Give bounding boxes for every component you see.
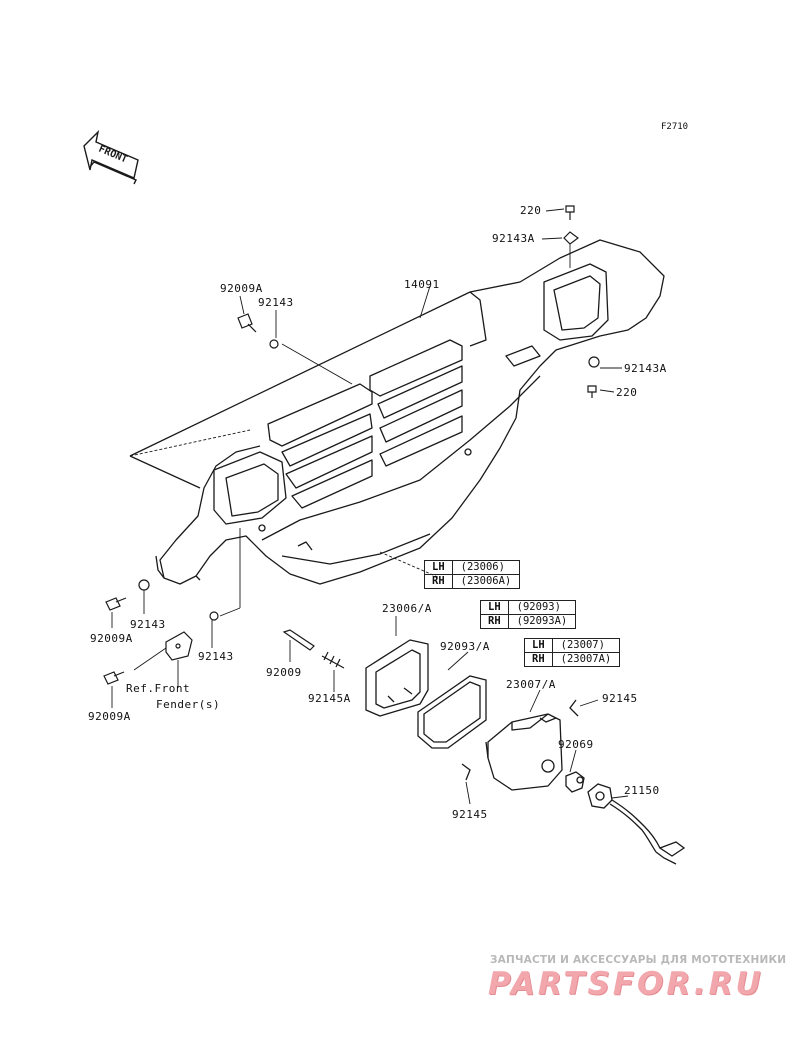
ref-front-fender-line2: Fender(s) (156, 698, 221, 711)
part-label-92009a-bottom: 92009A (88, 710, 131, 723)
side-rh: RH (424, 574, 453, 589)
part-number: (23007) (551, 638, 621, 653)
part-label-92145-bottom: 92145 (452, 808, 488, 821)
table-row: LH (92093) (480, 600, 577, 615)
table-row: LH (23007) (524, 638, 621, 653)
front-direction-arrow (83, 129, 139, 185)
part-label-92069: 92069 (558, 738, 594, 751)
side-rh: RH (480, 614, 509, 629)
leader-lines (111, 208, 629, 805)
socket-21150 (587, 783, 686, 865)
table-row: RH (92093A) (480, 614, 577, 629)
front-arrow-text: FRONT (97, 144, 129, 166)
side-lh: LH (424, 560, 453, 575)
diagram-code: F2710 (661, 122, 689, 132)
part-label-21150: 21150 (624, 784, 660, 797)
part-number: (23006) (451, 560, 521, 575)
part-label-220-top: 220 (520, 204, 542, 217)
clips-92145 (461, 699, 579, 781)
variant-table-23007: LH (23007) RH (23007A) (524, 638, 621, 667)
part-label-23006a: 23006/A (382, 602, 432, 615)
side-lh: LH (524, 638, 553, 653)
variant-table-23006: LH (23006) RH (23006A) (424, 560, 521, 589)
part-label-92143-left: 92143 (130, 618, 166, 631)
part-label-92143-lower: 92143 (198, 650, 234, 663)
part-label-92143a-right: 92143A (624, 362, 667, 375)
side-rh: RH (524, 652, 553, 667)
headlight-rim-23006 (365, 639, 429, 717)
headlight-unit-23007 (485, 713, 563, 791)
part-label-92009a-top: 92009A (220, 282, 263, 295)
part-number: (92093A) (507, 614, 577, 629)
part-label-92143-top: 92143 (258, 296, 294, 309)
part-label-92143a-top: 92143A (492, 232, 535, 245)
gasket-92093 (417, 675, 487, 749)
front-cover-14091 (129, 239, 665, 585)
part-label-14091: 14091 (404, 278, 440, 291)
bulb-92069 (565, 771, 585, 793)
watermark-logo: PARTSFOR.RU (488, 966, 764, 1002)
part-label-92093a: 92093/A (440, 640, 490, 653)
part-label-92145-right: 92145 (602, 692, 638, 705)
table-row: RH (23006A) (424, 574, 521, 589)
fasteners (103, 205, 600, 685)
table-row: RH (23007A) (524, 652, 621, 667)
side-lh: LH (480, 600, 509, 615)
watermark-tagline: ЗАПЧАСТИ И АКСЕССУАРЫ ДЛЯ МОТОТЕХНИКИ (490, 954, 787, 966)
part-label-220-right: 220 (616, 386, 638, 399)
part-number: (23007A) (551, 652, 621, 667)
table-row: LH (23006) (424, 560, 521, 575)
part-number: (23006A) (451, 574, 521, 589)
part-label-92009a-left: 92009A (90, 632, 133, 645)
part-number: (92093) (507, 600, 577, 615)
part-label-92145a: 92145A (308, 692, 351, 705)
ref-front-fender-line1: Ref.Front (126, 682, 191, 695)
part-label-23007a: 23007/A (506, 678, 556, 691)
variant-table-92093: LH (92093) RH (92093A) (480, 600, 577, 629)
part-label-92009: 92009 (266, 666, 302, 679)
